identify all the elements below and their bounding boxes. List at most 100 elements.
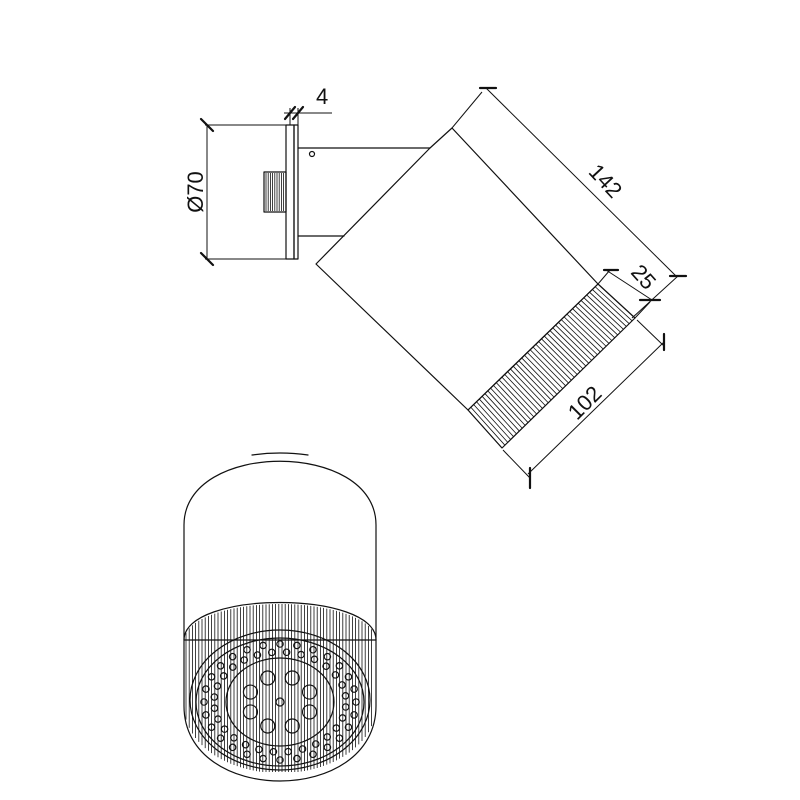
outer-nozzle <box>202 685 210 693</box>
ring-rib <box>479 398 514 437</box>
ring-rib <box>555 324 592 361</box>
outer-nozzle <box>309 645 317 654</box>
outer-nozzle <box>228 743 237 752</box>
ring-rib <box>569 311 607 347</box>
outer-nozzle <box>240 656 249 664</box>
ring-rib <box>527 352 564 389</box>
inner-nozzle <box>284 718 300 734</box>
front-view <box>183 452 377 782</box>
dimension-thickness-4: 4 <box>283 84 332 125</box>
ring-rib <box>484 393 520 432</box>
outer-nozzle <box>220 725 229 733</box>
outer-nozzle <box>241 740 250 749</box>
outer-nozzle <box>228 652 237 661</box>
ring-rib <box>594 286 633 322</box>
ring-rib <box>560 319 598 356</box>
outer-nozzle <box>338 714 347 722</box>
inner-nozzle <box>284 670 300 686</box>
side-view <box>263 124 636 449</box>
outer-nozzle <box>293 754 301 763</box>
outer-nozzle <box>216 662 225 670</box>
outer-nozzle <box>311 740 320 748</box>
ribbed-ring-front <box>183 601 377 782</box>
ring-rib <box>498 379 535 418</box>
ring-rib <box>529 349 566 387</box>
head-body <box>315 127 599 411</box>
outer-nozzle <box>243 645 251 654</box>
inner-nozzle <box>260 718 276 734</box>
outer-nozzle <box>268 648 276 657</box>
outer-nozzle <box>255 745 263 754</box>
outer-nozzle <box>323 743 332 752</box>
outer-nozzle <box>207 723 216 731</box>
outer-nozzle <box>259 754 267 763</box>
ring-rib <box>563 316 601 353</box>
ring-rib <box>493 385 529 423</box>
ring-rib <box>575 305 613 341</box>
outer-nozzle <box>335 734 344 742</box>
outer-nozzle <box>323 652 332 661</box>
ring-rib <box>546 333 584 370</box>
inner-nozzle <box>301 684 318 700</box>
ring-rib <box>512 365 549 404</box>
outer-nozzle <box>207 673 216 681</box>
ring-rib <box>495 382 532 421</box>
ring-rib <box>566 313 604 350</box>
ring-rib <box>515 363 552 401</box>
ring-rib <box>487 390 523 429</box>
inner-nozzle-ring <box>242 670 318 734</box>
ring-rib <box>538 341 575 378</box>
dimension-diameter-70: Ø70 <box>183 117 286 267</box>
threaded-connector <box>263 171 287 213</box>
dimension-label-head-diameter: 102 <box>563 381 607 425</box>
dimension-label-length: 142 <box>584 159 627 203</box>
outer-nozzle <box>213 682 222 690</box>
outer-nozzle <box>276 640 284 648</box>
ring-rib <box>586 294 624 330</box>
ring-rib <box>592 289 630 324</box>
ring-rib <box>558 322 595 358</box>
outer-nozzle <box>341 703 350 711</box>
ring-rib <box>572 308 610 344</box>
outer-nozzle <box>310 655 319 664</box>
outer-nozzle <box>332 724 341 732</box>
outer-nozzle <box>216 734 225 742</box>
outer-nozzle <box>243 750 251 759</box>
ring-rib <box>583 297 621 333</box>
ring-rib <box>580 300 618 336</box>
outer-nozzle <box>309 750 317 759</box>
wall-flange <box>285 124 299 260</box>
ring-rib <box>467 409 503 449</box>
dimension-label-ring: 25 <box>626 260 661 295</box>
outer-nozzle <box>253 651 262 659</box>
outer-nozzle <box>335 662 344 670</box>
outer-nozzle-ring <box>200 640 360 764</box>
outer-nozzle <box>269 747 278 756</box>
ring-rib <box>524 354 561 392</box>
outer-nozzle <box>322 662 330 671</box>
ring-rib <box>577 302 616 339</box>
outer-nozzle <box>210 693 219 701</box>
outer-nozzle <box>276 756 284 764</box>
inner-nozzle <box>242 704 259 720</box>
ring-rib <box>549 330 587 367</box>
ring-rib <box>476 401 511 440</box>
outer-nozzle <box>344 723 353 731</box>
ring-rib <box>552 327 590 364</box>
ring-rib <box>470 406 506 446</box>
inner-nozzle <box>301 704 318 720</box>
head-body-front <box>183 452 377 641</box>
outer-nozzle <box>352 698 360 706</box>
ring-rib <box>504 374 540 412</box>
outer-nozzle <box>350 685 358 693</box>
outer-nozzle <box>350 711 358 719</box>
ring-rib <box>481 396 517 435</box>
ring-rib <box>541 338 578 375</box>
outer-nozzle <box>200 698 208 706</box>
outer-nozzle <box>282 648 291 657</box>
outer-nozzle <box>298 745 307 753</box>
outer-nozzle <box>202 711 210 719</box>
outer-nozzle <box>230 733 238 742</box>
inner-nozzle <box>260 670 276 686</box>
